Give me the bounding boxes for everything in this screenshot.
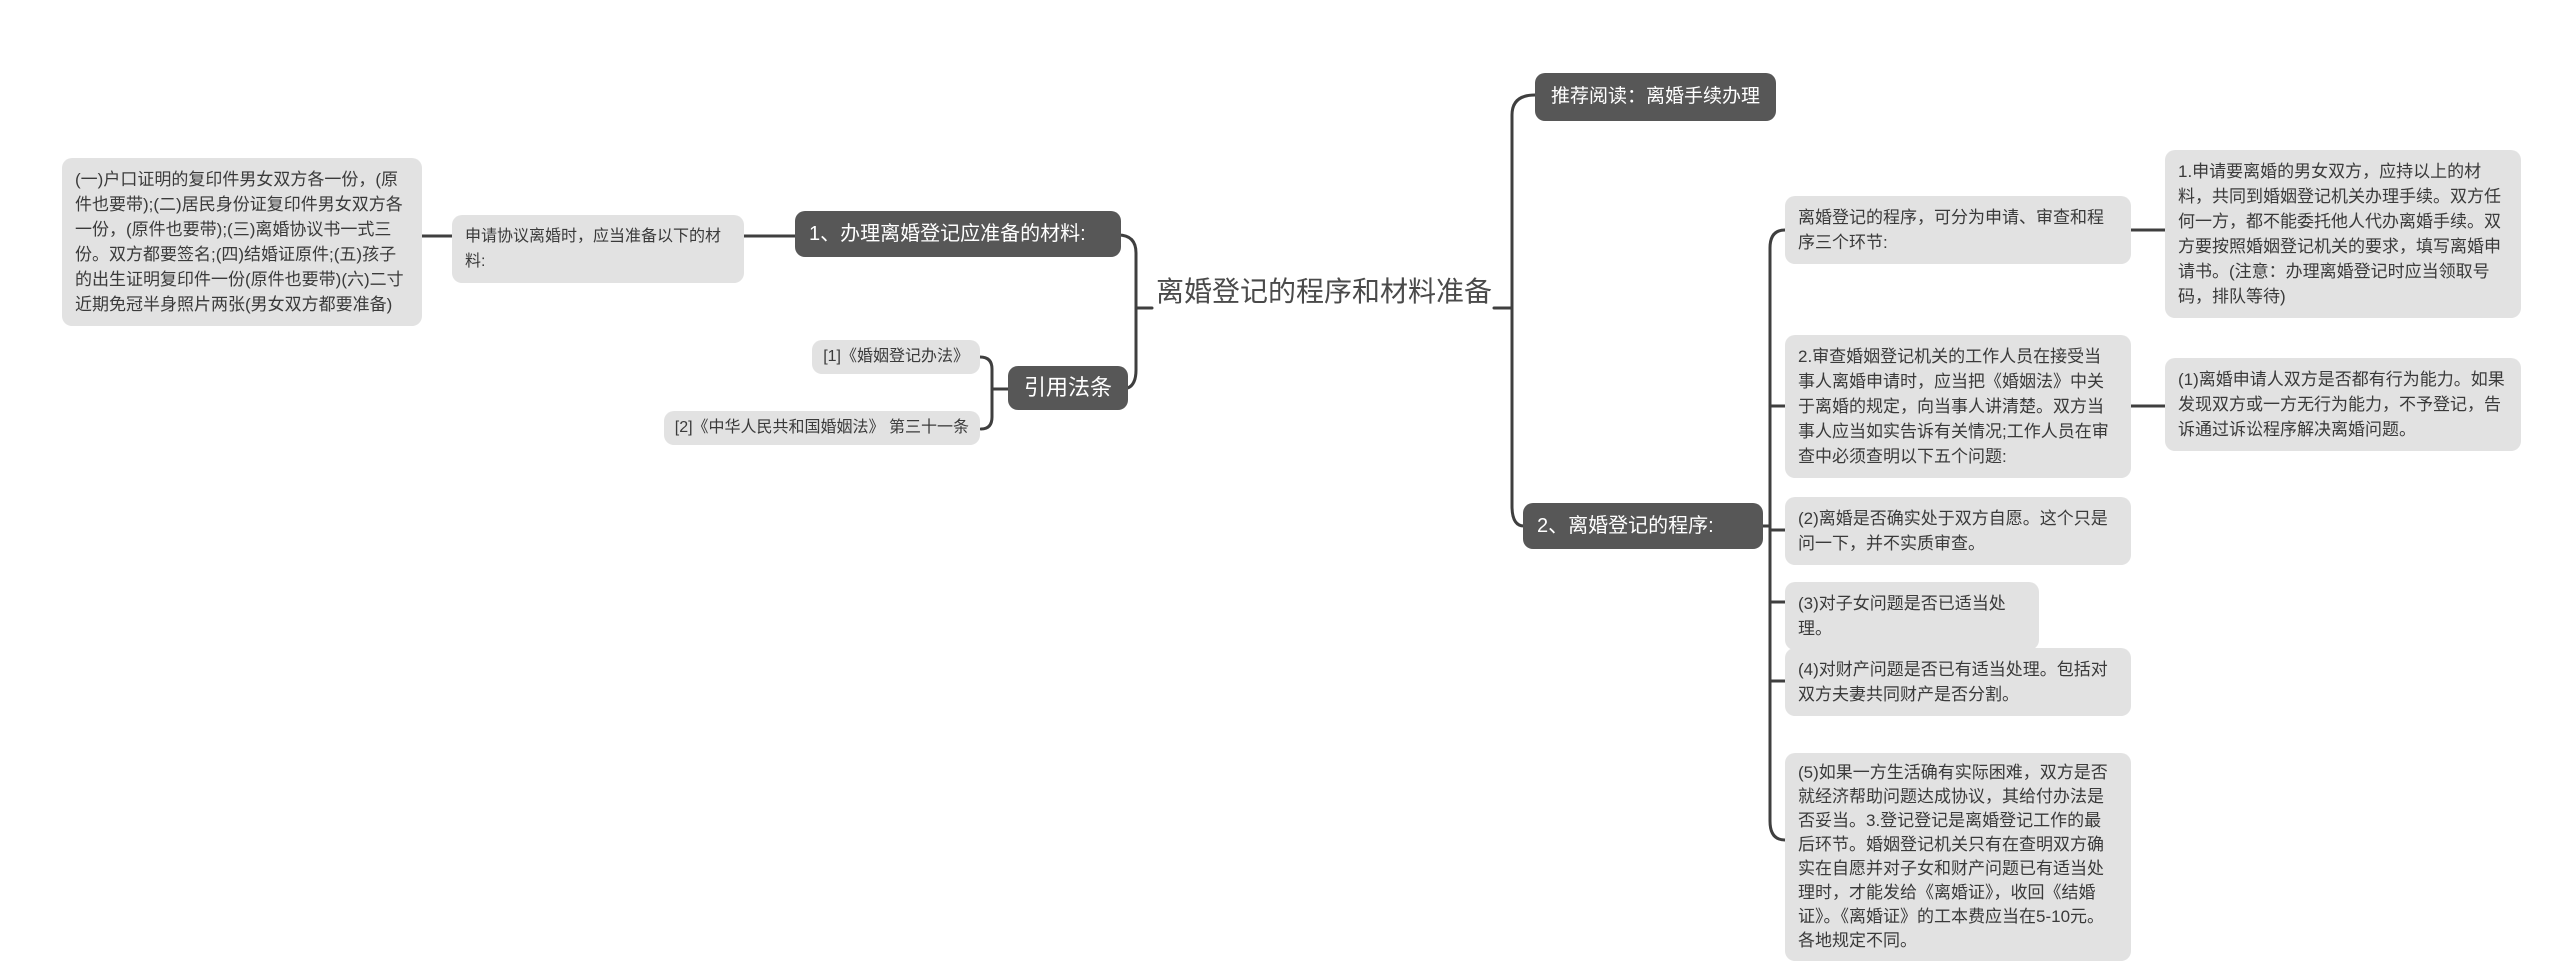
review-check4-node[interactable]: (4)对财产问题是否已有适当处理。包括对双方夫妻共同财产是否分割。	[1785, 648, 2131, 716]
citation-1-node[interactable]: [1]《婚姻登记办法》	[812, 340, 980, 374]
review-check3-node[interactable]: (3)对子女问题是否已适当处理。	[1785, 582, 2039, 650]
materials-detail-node[interactable]: (一)户口证明的复印件男女双方各一份，(原件也要带);(二)居民身份证复印件男女…	[62, 158, 422, 326]
procedure-step2-node[interactable]: 2.审查婚姻登记机关的工作人员在接受当事人离婚申请时，应当把《婚姻法》中关于离婚…	[1785, 335, 2131, 478]
procedure-step1-node[interactable]: 1.申请要离婚的男女双方，应持以上的材料，共同到婚姻登记机关办理手续。双方任何一…	[2165, 150, 2521, 318]
review-check1-node[interactable]: (1)离婚申请人双方是否都有行为能力。如果发现双方或一方无行为能力，不予登记，告…	[2165, 358, 2521, 451]
procedure-title-node[interactable]: 2、离婚登记的程序:	[1523, 503, 1763, 549]
materials-title-node[interactable]: 1、办理离婚登记应准备的材料:	[795, 211, 1121, 257]
review-check2-node[interactable]: (2)离婚是否确实处于双方自愿。这个只是问一下，并不实质审查。	[1785, 497, 2131, 565]
procedure-overview-node[interactable]: 离婚登记的程序，可分为申请、审查和程序三个环节:	[1785, 196, 2131, 264]
root-topic-node[interactable]: 离婚登记的程序和材料准备	[1155, 276, 1492, 307]
recommended-reading-node[interactable]: 推荐阅读：离婚手续办理	[1535, 73, 1777, 121]
review-check5-node[interactable]: (5)如果一方生活确有实际困难，双方是否就经济帮助问题达成协议，其给付办法是否妥…	[1785, 753, 2131, 961]
materials-intro-node[interactable]: 申请协议离婚时，应当准备以下的材料:	[452, 215, 744, 283]
citation-2-node[interactable]: [2]《中华人民共和国婚姻法》 第三十一条	[663, 411, 980, 445]
citations-node[interactable]: 引用法条	[1008, 366, 1129, 410]
